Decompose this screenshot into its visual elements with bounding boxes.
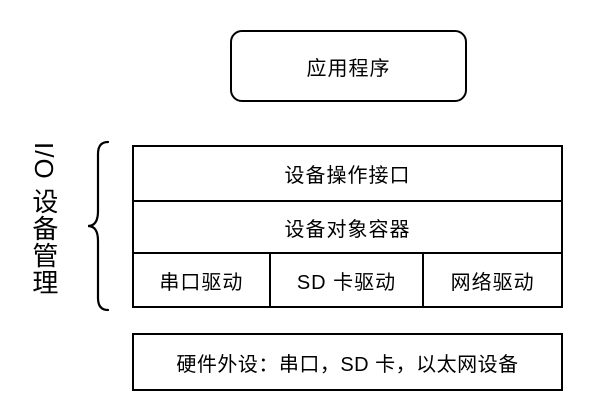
io-stack: 设备操作接口 设备对象容器 串口驱动 SD 卡驱动 网络驱动 xyxy=(132,145,563,308)
layer-device-operation-interface: 设备操作接口 xyxy=(134,147,561,202)
driver-label: SD 卡驱动 xyxy=(296,271,397,294)
layer-device-object-container: 设备对象容器 xyxy=(134,202,561,254)
driver-label: 串口驱动 xyxy=(159,271,244,294)
driver-cell-network: 网络驱动 xyxy=(424,254,561,306)
application-box: 应用程序 xyxy=(230,30,467,102)
driver-cell-sdcard: SD 卡驱动 xyxy=(271,254,425,306)
left-curly-brace-icon xyxy=(87,140,110,312)
application-box-label: 应用程序 xyxy=(306,57,391,80)
hardware-peripherals-box: 硬件外设：串口，SD 卡，以太网设备 xyxy=(132,333,563,391)
hardware-peripherals-label: 硬件外设：串口，SD 卡，以太网设备 xyxy=(176,353,519,376)
layer-drivers: 串口驱动 SD 卡驱动 网络驱动 xyxy=(134,254,561,306)
layer-label: 设备操作接口 xyxy=(284,165,411,187)
layer-label: 设备对象容器 xyxy=(284,218,411,241)
driver-cell-serial: 串口驱动 xyxy=(134,254,271,306)
io-device-management-vertical-label: I/O 设备管理 xyxy=(28,142,59,296)
driver-label: 网络驱动 xyxy=(450,271,535,294)
